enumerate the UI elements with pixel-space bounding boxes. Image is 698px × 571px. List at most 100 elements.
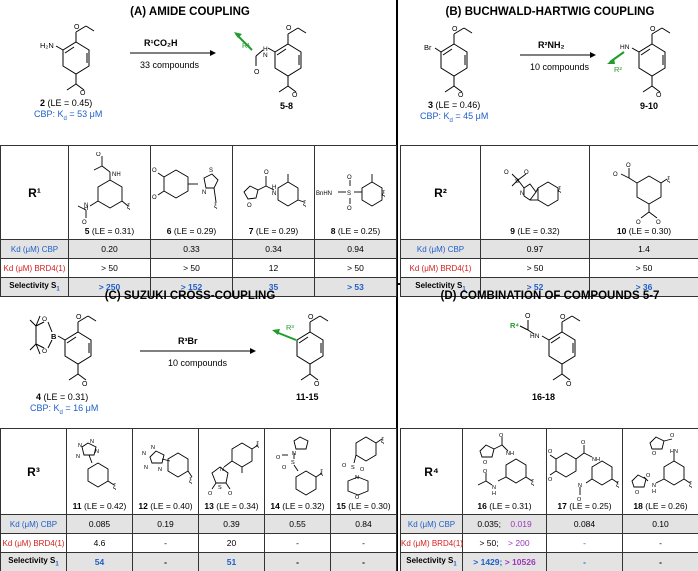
- product-16-18-nh: HN: [530, 333, 540, 340]
- svg-text:O: O: [82, 381, 88, 388]
- compound-18-brd4: -: [622, 533, 698, 553]
- svg-text:O: O: [577, 497, 582, 501]
- compound-17-sel: -: [546, 552, 623, 571]
- compound-12-cell: N N N N ξ 12 (LE = 0.40): [132, 428, 199, 515]
- compound-17-brd4: -: [546, 533, 623, 553]
- bromo-label: Br: [424, 43, 432, 52]
- compound-16-le: (LE = 0.31): [489, 501, 532, 511]
- compound-13-cbp: 0.39: [198, 514, 265, 534]
- table-b-brd4-label: Kd (μM) BRD4(1): [400, 258, 481, 278]
- compound-18-sel: -: [622, 552, 698, 571]
- compound-13-cell: N S O O ξ 13 (LE = 0.34): [198, 428, 265, 515]
- compound-7-le: (LE = 0.29): [255, 226, 299, 236]
- svg-text:O: O: [646, 473, 651, 479]
- compound-11-label: 11 (LE = 0.42): [67, 501, 132, 514]
- table-b-cbp-label: Kd (μM) CBP: [400, 239, 481, 259]
- compound-16-brd4-b: > 200: [508, 538, 530, 548]
- svg-text:N: N: [90, 439, 94, 445]
- compound-10-label: 10 (LE = 0.30): [590, 226, 698, 239]
- svg-text:ξ: ξ: [667, 177, 670, 184]
- compound-8-sulfur: S: [347, 191, 351, 197]
- table-b-sel-label: Selectivity S1: [400, 277, 481, 297]
- svg-text:ξ: ξ: [689, 482, 692, 489]
- table-d-sel-sub: 1: [453, 561, 457, 568]
- svg-text:ξ: ξ: [381, 438, 384, 445]
- compound-11-structure: N N N N ξ: [76, 439, 116, 491]
- table-c-sel-label: Selectivity S1: [0, 552, 67, 571]
- compound-13-structure: N S O O ξ: [208, 442, 259, 497]
- svg-text:H: H: [492, 491, 496, 497]
- svg-text:NH: NH: [506, 451, 514, 457]
- compound-16-cell: O O NH N H O ξ 16 (LE = 0.31): [462, 428, 547, 515]
- svg-text:HN: HN: [670, 449, 678, 455]
- compound-14-cell: N S O O ξ 14 (LE = 0.32): [264, 428, 331, 515]
- svg-text:O: O: [276, 455, 281, 461]
- boron-label: B: [51, 332, 57, 341]
- svg-text:ξ: ξ: [127, 204, 130, 211]
- product-9-10-label: 9-10: [640, 101, 659, 111]
- compound-14-number: 14: [270, 501, 280, 511]
- svg-text:O: O: [228, 491, 233, 497]
- svg-text:H: H: [263, 46, 268, 53]
- table-b-header: R²: [400, 145, 481, 240]
- svg-text:O: O: [80, 90, 86, 97]
- svg-text:O: O: [548, 477, 553, 483]
- svg-text:O: O: [635, 490, 640, 496]
- compound-11-cell: N N N N ξ 11 (LE = 0.42): [66, 428, 133, 515]
- compound-9-cell: N S O O ξ 9 (LE = 0.32): [480, 145, 590, 240]
- svg-text:ξ: ξ: [558, 187, 561, 194]
- panel-b-reagent-text: R²NH₂: [538, 40, 565, 50]
- svg-text:O: O: [458, 92, 464, 99]
- compound-16-sel: > 1429; > 10526: [462, 552, 547, 571]
- compound-9-label: 9 (LE = 0.32): [481, 226, 589, 239]
- compound-8-structure: BnHN S O O ξ: [316, 174, 385, 212]
- table-a-sel-sub: 1: [56, 286, 60, 293]
- svg-text:N: N: [95, 449, 99, 455]
- compound-13-le: (LE = 0.34): [216, 501, 259, 511]
- compound-18-number: 18: [633, 501, 643, 511]
- compound-10-structure: O O O O ξ: [613, 163, 670, 226]
- svg-text:ξ: ξ: [616, 482, 619, 489]
- svg-text:O: O: [360, 467, 365, 473]
- svg-text:O: O: [286, 25, 292, 32]
- svg-text:O: O: [42, 316, 47, 323]
- svg-text:N: N: [142, 451, 146, 457]
- table-b-structure-row: R² N S O O ξ 9 (LE = 0.32): [400, 145, 698, 240]
- svg-text:O: O: [74, 24, 80, 31]
- table-d-header: R⁴: [400, 428, 463, 515]
- svg-text:N: N: [578, 483, 582, 489]
- product-16-18-structure: HN O O O R⁴: [510, 313, 581, 388]
- svg-text:O: O: [208, 491, 213, 497]
- r3-label: R³: [286, 323, 294, 332]
- compound-12-brd4: -: [132, 533, 199, 553]
- compound-10-brd4: > 50: [589, 258, 698, 278]
- table-c-header-text: R³: [27, 464, 40, 479]
- compound-6-cbp: 0.33: [150, 239, 233, 259]
- compound-3-cbp: CBP: Kd = 45 μM: [420, 111, 488, 124]
- compound-6-structure: O O S N ξ: [152, 168, 219, 210]
- svg-text:O: O: [254, 69, 260, 76]
- svg-text:O: O: [560, 314, 566, 321]
- svg-text:O: O: [566, 381, 572, 388]
- compound-8-cbp: 0.94: [314, 239, 397, 259]
- compound-7-brd4: 12: [232, 258, 315, 278]
- svg-text:O: O: [650, 26, 656, 33]
- compound-4-structure: O O O O B: [29, 314, 97, 388]
- table-d-sel-row: Selectivity S1 > 1429; > 10526 - -: [400, 552, 698, 571]
- product-16-18-label: 16-18: [532, 392, 556, 402]
- svg-text:O: O: [292, 92, 298, 99]
- svg-text:NH: NH: [592, 457, 600, 463]
- svg-text:N: N: [158, 467, 162, 473]
- compound-17-label: 17 (LE = 0.25): [547, 501, 622, 514]
- table-d-cbp-label: Kd (μM) CBP: [400, 514, 463, 534]
- panel-c-arrow: [140, 348, 256, 354]
- compound-5-structure: NH O H N O ξ: [77, 152, 130, 226]
- table-d-structure-row: R⁴ O O NH N H O ξ 16 (LE = 0.31): [400, 428, 698, 515]
- table-c-header: R³: [0, 428, 67, 515]
- svg-text:N: N: [151, 445, 155, 451]
- table-c: R³ N N N N ξ 11 (LE = 0.42): [0, 428, 397, 571]
- compound-16-number: 16: [477, 501, 487, 511]
- table-b-header-text: R²: [434, 185, 447, 200]
- panel-b-arrow: [520, 52, 596, 58]
- table-c-cbp-label: Kd (μM) CBP: [0, 514, 67, 534]
